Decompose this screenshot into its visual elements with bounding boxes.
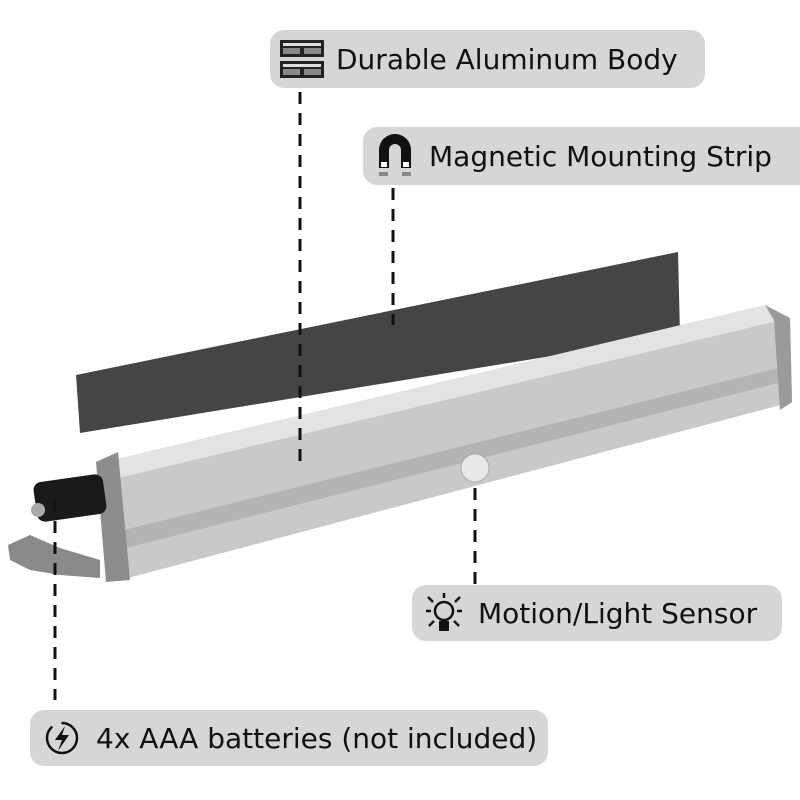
label-motion-sensor: Motion/Light Sensor xyxy=(412,585,782,641)
label-aluminum-body: Durable Aluminum Body xyxy=(270,30,705,88)
label-text: Motion/Light Sensor xyxy=(478,596,758,630)
battery xyxy=(33,474,107,522)
end-cap xyxy=(96,452,130,582)
label-text: Durable Aluminum Body xyxy=(336,42,678,76)
label-batteries: 4x AAA batteries (not included) xyxy=(30,710,548,766)
aluminum-profile-icon xyxy=(280,37,324,81)
lightning-bolt-icon xyxy=(40,716,84,760)
magnet-icon xyxy=(373,134,417,178)
aluminum-bar-top xyxy=(112,305,790,478)
label-magnetic-strip: Magnetic Mounting Strip xyxy=(363,127,800,185)
light-bulb-icon xyxy=(422,591,466,635)
label-text: 4x AAA batteries (not included) xyxy=(96,721,538,755)
motion-sensor xyxy=(460,453,490,483)
battery-door xyxy=(8,535,100,578)
label-text: Magnetic Mounting Strip xyxy=(429,139,772,173)
magnetic-strip xyxy=(76,252,680,433)
